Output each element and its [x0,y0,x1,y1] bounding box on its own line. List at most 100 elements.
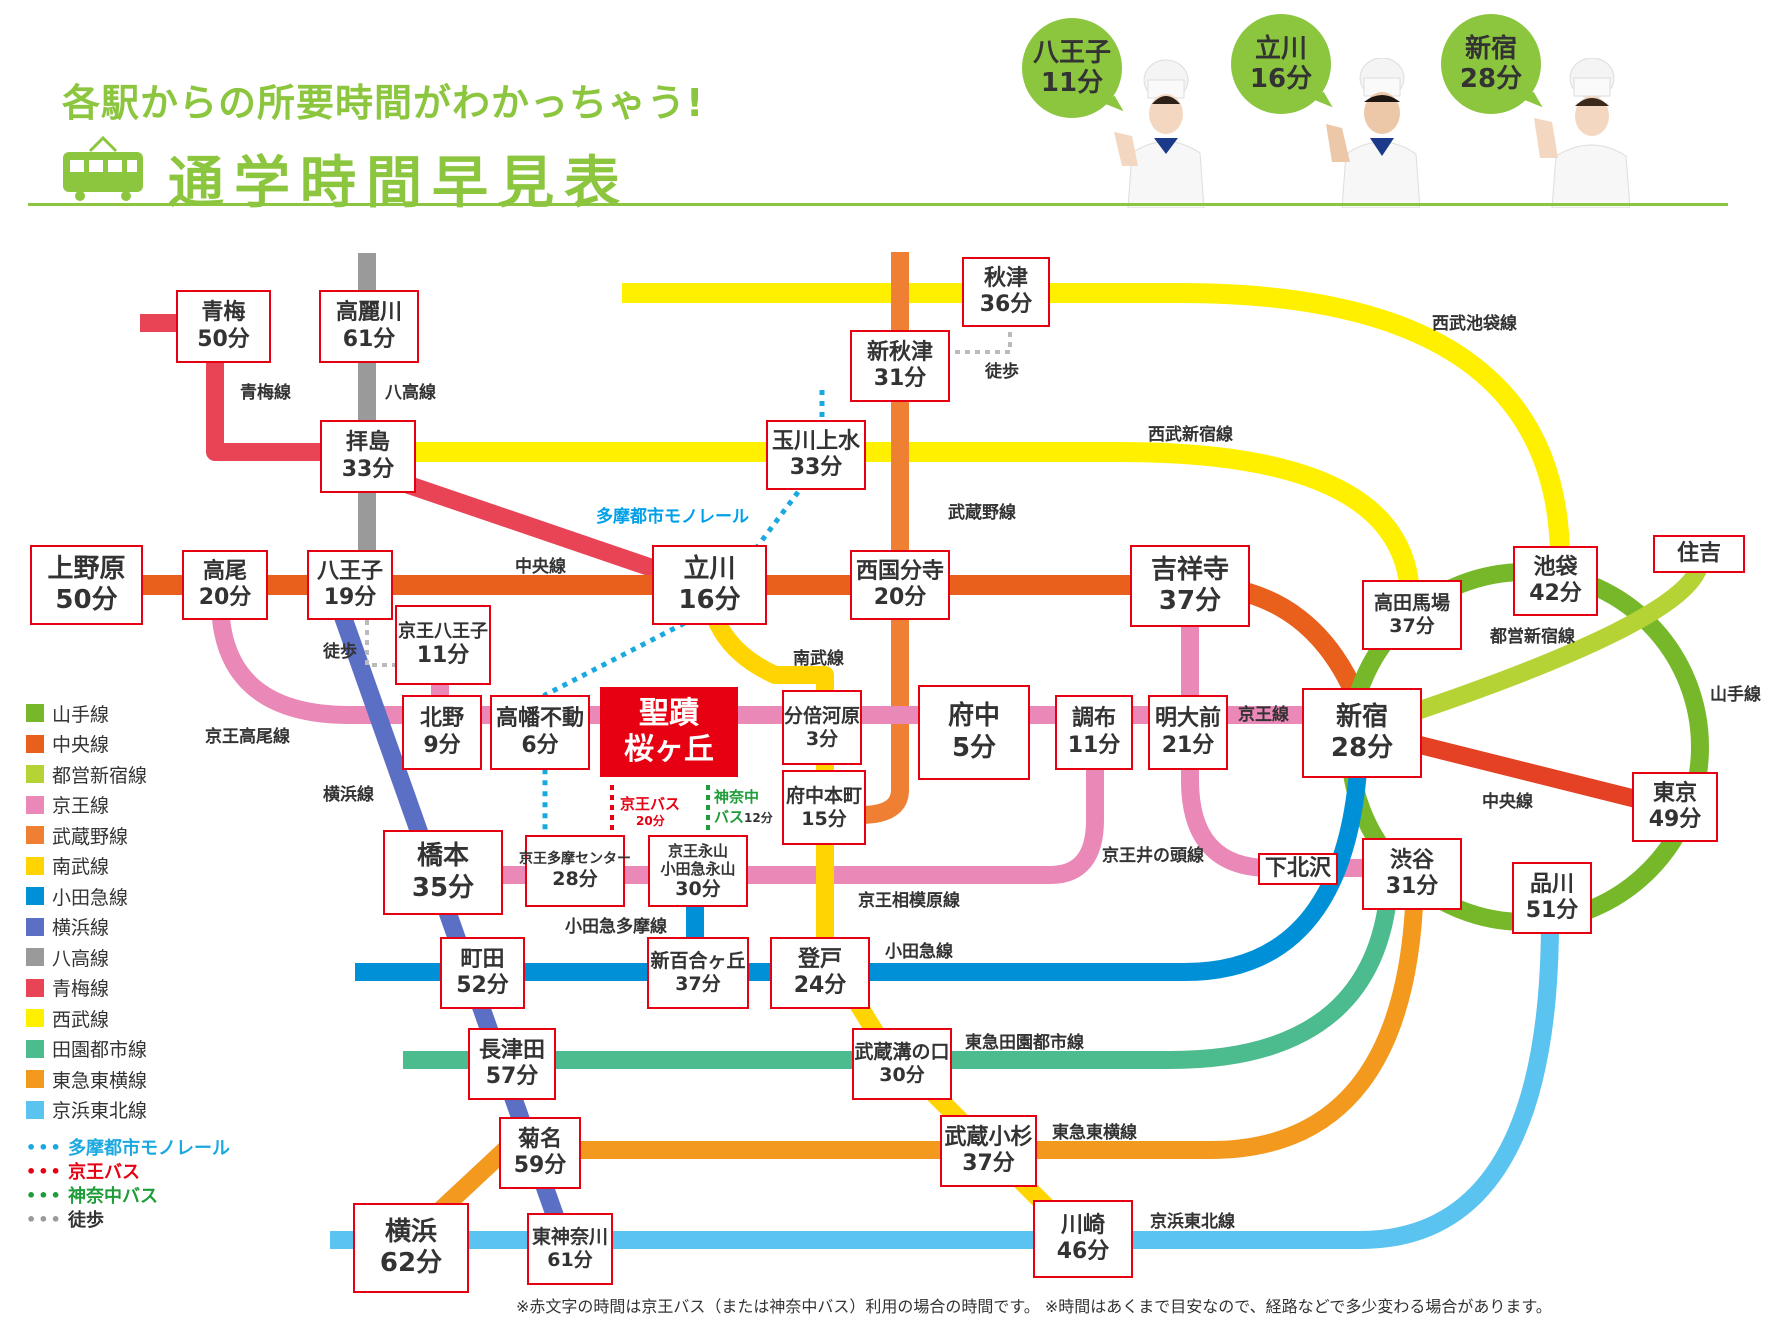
label-toyoko-line: 東急東横線 [1052,1123,1137,1143]
station-oume[interactable]: 青梅 50分 [176,290,271,363]
legend-dash-icon: ••• [26,1209,63,1229]
station-machida[interactable]: 町田 52分 [440,937,525,1009]
legend-label: 神奈中バス [68,1186,158,1207]
station-takadanobaba[interactable]: 高田馬場 37分 [1362,580,1462,650]
station-nagayama[interactable]: 京王永山 小田急永山 30分 [648,835,748,907]
station-time: 3分 [805,727,839,750]
station-nagatsuta[interactable]: 長津田 57分 [468,1028,556,1100]
station-sumiyoshi[interactable]: 住吉 [1653,535,1745,573]
station-haijima[interactable]: 拝島 33分 [320,420,416,493]
station-keiohachioji[interactable]: 京王八王子 11分 [395,605,491,685]
student-chef-photo-2 [1326,58,1420,208]
legend-label: 西武線 [52,1008,110,1031]
station-time: 36分 [979,292,1033,317]
legend-item: 小田急線 [26,881,230,912]
station-seiseki-sakuragaoka[interactable]: 聖蹟 桜ヶ丘 [600,687,738,777]
legend-label: 京王バス [68,1162,140,1183]
legend-label: 南武線 [52,856,110,879]
station-shimokitazawa[interactable]: 下北沢 [1258,853,1338,885]
station-name: 品川 [1529,871,1574,897]
station-name: 高尾 [202,558,247,584]
station-higashikanagawa[interactable]: 東神奈川 61分 [527,1213,613,1285]
subtitle: 各駅からの所要時間がわかっちゃう! [62,81,705,125]
station-hashimoto[interactable]: 橋本 35分 [383,830,503,915]
station-shinjuku[interactable]: 新宿 28分 [1302,688,1422,778]
station-time: 30分 [675,877,721,900]
legend-item-dashed: •••神奈中バス [26,1183,230,1208]
legend-swatch [26,887,44,906]
legend-swatch [26,734,44,753]
station-kawasaki[interactable]: 川崎 46分 [1033,1200,1133,1278]
station-time: 61分 [342,326,396,352]
station-name: 北野 [419,706,464,732]
bubble-station: 立川 [1254,34,1307,64]
station-musashikosugi[interactable]: 武蔵小杉 37分 [940,1115,1037,1187]
legend-item: 南武線 [26,851,230,882]
label-ome-line: 青梅線 [240,383,291,403]
station-time: 33分 [341,456,395,482]
station-name: 武蔵小杉 [944,1124,1033,1150]
station-kitano[interactable]: 北野 9分 [402,695,482,770]
station-name: 聖蹟 [639,696,699,731]
legend-item-dashed: •••多摩都市モノレール [26,1135,230,1160]
label-hachiko-line: 八高線 [385,383,436,403]
legend-swatch [26,1070,44,1089]
station-name: 西国分寺 [855,558,944,584]
station-shibuya[interactable]: 渋谷 31分 [1362,838,1462,910]
station-time: 6分 [521,732,559,758]
station-time: 37分 [1389,615,1435,637]
station-komagawa[interactable]: 高麗川 61分 [319,290,419,363]
station-name: 府中 [947,701,1000,732]
legend-item-dashed: •••京王バス [26,1159,230,1184]
station-time: 50分 [55,585,118,615]
legend-swatch [26,704,44,723]
station-shinyurigaoka[interactable]: 新百合ヶ丘 37分 [647,937,749,1009]
station-noborito[interactable]: 登戸 24分 [770,937,870,1009]
station-ikebukuro[interactable]: 池袋 42分 [1513,546,1598,616]
label-keio-bus: 京王バス [620,795,681,813]
station-name: 渋谷 [1389,847,1434,873]
station-name: 住吉 [1676,540,1721,566]
line-keihin [330,919,1559,1249]
bubble-time: 11分 [1040,68,1104,98]
station-fuchuhonmachi[interactable]: 府中本町 15分 [782,770,866,845]
station-name-line2: 小田急永山 [660,859,736,878]
label-inokashira-line: 京王井の頭線 [1102,846,1204,866]
station-name: 明大前 [1154,706,1221,732]
label-chuo-tokyo-line: 中央線 [1482,792,1533,812]
station-name: 池袋 [1533,554,1578,580]
line-seibu-ikebukuro [622,283,1570,561]
station-akitsu[interactable]: 秋津 36分 [962,257,1050,327]
station-tokyo[interactable]: 東京 49分 [1632,772,1718,842]
station-time: 19分 [323,585,377,610]
station-time: 31分 [873,366,927,391]
station-shinagawa[interactable]: 品川 51分 [1512,862,1592,934]
station-yokohama[interactable]: 横浜 62分 [353,1203,469,1293]
station-kikuna[interactable]: 菊名 59分 [499,1117,581,1189]
station-fuchu[interactable]: 府中 5分 [918,685,1030,780]
station-uenohara[interactable]: 上野原 50分 [30,545,143,625]
line-odakyu [355,719,1369,981]
station-keiotamacenter[interactable]: 京王多摩センター 28分 [519,835,631,907]
line-seibu-shinjuku [400,442,1420,601]
station-takao[interactable]: 高尾 20分 [182,550,268,620]
station-hachioji[interactable]: 八王子 19分 [307,550,393,620]
station-takahata[interactable]: 高幡不動 6分 [490,695,590,770]
station-time: 11分 [416,642,470,668]
station-tachikawa[interactable]: 立川 16分 [652,545,767,625]
station-kichijoji[interactable]: 吉祥寺 37分 [1130,545,1250,627]
station-name: 下北沢 [1264,855,1331,881]
train-icon [63,136,143,201]
station-meidaimae[interactable]: 明大前 21分 [1148,695,1228,770]
station-tamagawajosui[interactable]: 玉川上水 33分 [766,420,866,490]
station-musashimizonokuchi[interactable]: 武蔵溝の口 30分 [852,1028,952,1100]
station-nishikokubunji[interactable]: 西国分寺 20分 [850,550,950,620]
legend-swatch [26,948,44,967]
legend-swatch [26,1039,44,1058]
label-musashino-line: 武蔵野線 [948,503,1016,523]
station-shinakitsu[interactable]: 新秋津 31分 [850,330,950,402]
station-chofu[interactable]: 調布 11分 [1055,695,1133,770]
station-bubaigawara[interactable]: 分倍河原 3分 [782,690,862,765]
legend-label: 都営新宿線 [52,764,148,787]
